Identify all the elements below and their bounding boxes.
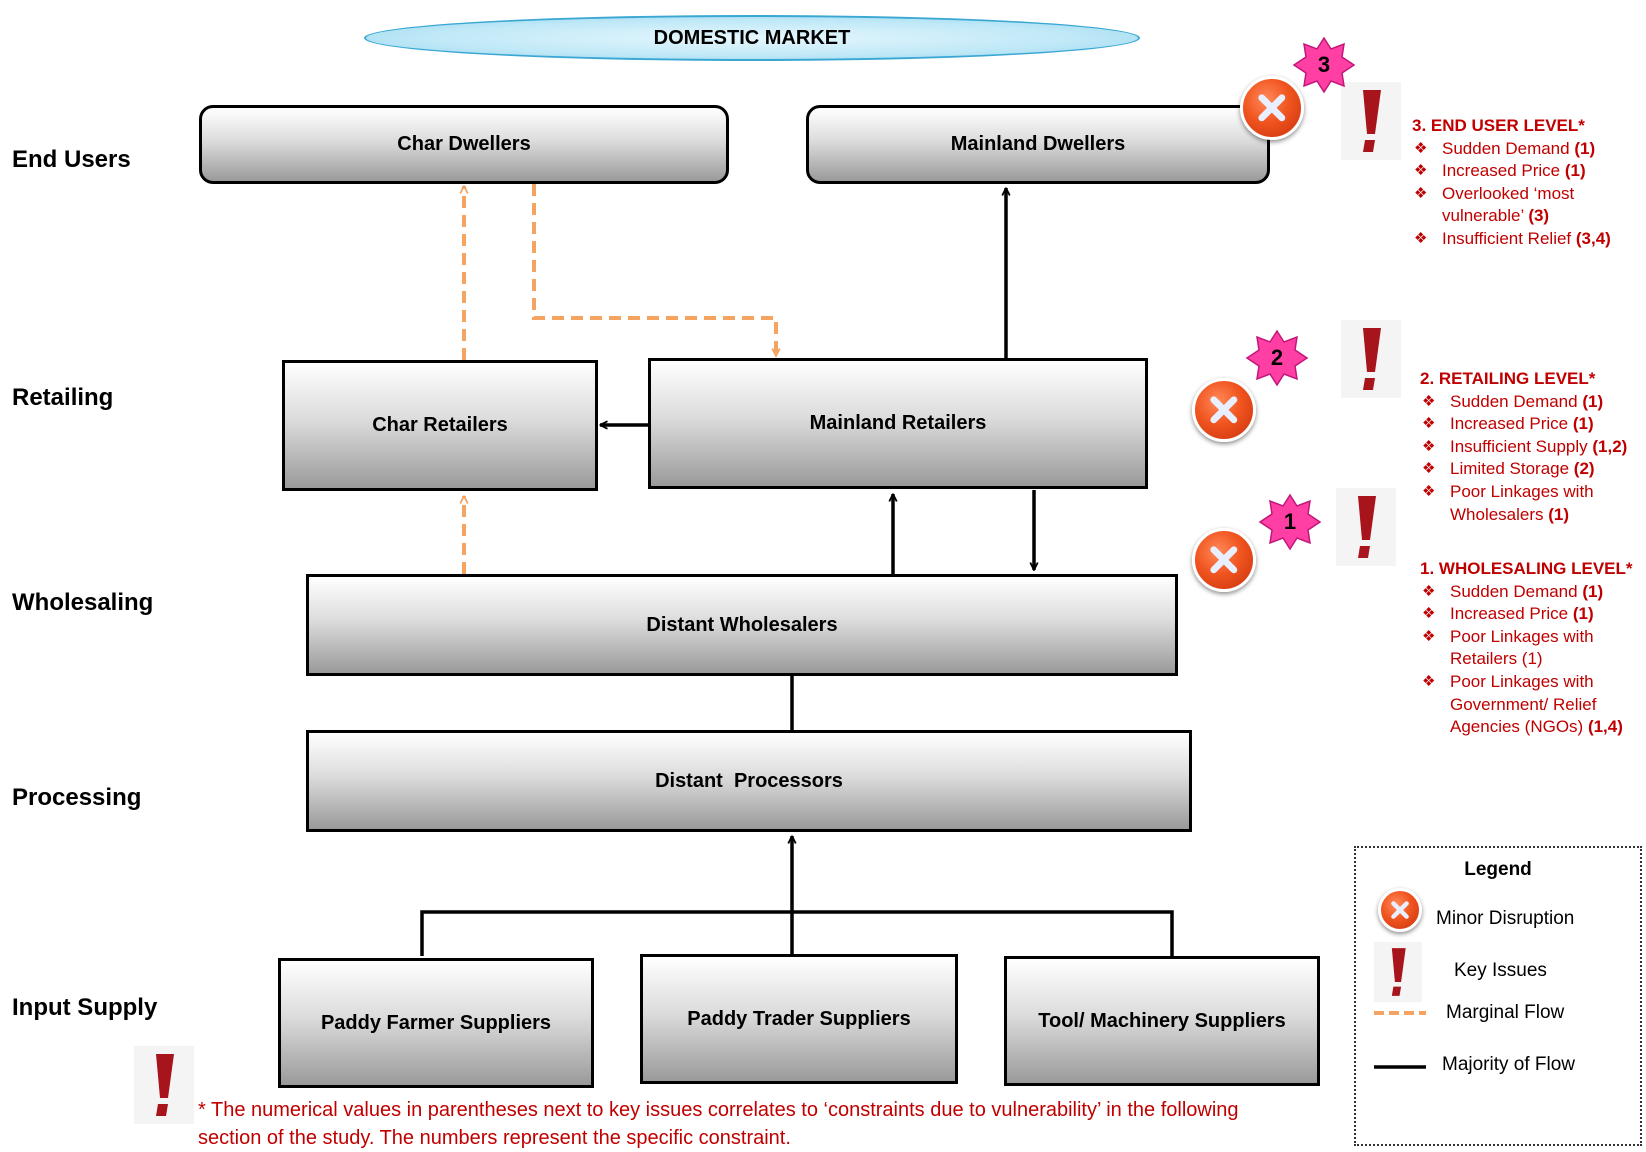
row-label-input-supply: Input Supply — [12, 994, 158, 1021]
issue-item: Sudden Demand (1) — [1420, 391, 1644, 414]
legend-marginal-flow-swatch — [1374, 1011, 1426, 1015]
issue-item: Poor Linkages with Retailers (1) — [1420, 626, 1644, 671]
legend: Legend Minor Disruption Key Issues Margi… — [1354, 846, 1642, 1146]
issues-heading: 3. END USER LEVEL* — [1412, 116, 1585, 135]
issues-wholesaling: 1. WHOLESALING LEVEL* Sudden Demand (1) … — [1420, 558, 1644, 739]
node-label: Mainland Dwellers — [950, 133, 1126, 155]
badge-number: 2 — [1270, 345, 1284, 370]
node-distant-processors: Distant Processors — [306, 730, 1192, 832]
domestic-market: DOMESTIC MARKET — [364, 15, 1140, 61]
issue-item: Sudden Demand (1) — [1420, 581, 1644, 604]
key-issue-icon-wholesaling — [1336, 488, 1396, 566]
disruption-icon-retailing — [1192, 378, 1256, 442]
badge-number: 1 — [1283, 509, 1297, 534]
flow-input-bracket — [420, 910, 1174, 956]
disruption-icon-wholesaling — [1192, 528, 1256, 592]
legend-majority-flow-swatch — [1374, 1065, 1426, 1069]
flow-char-dwellers-to-mainland-retailers — [532, 184, 776, 356]
issue-item: Poor Linkages with Government/ Relief Ag… — [1420, 671, 1644, 739]
issue-item: Increased Price (1) — [1420, 413, 1644, 436]
node-label: Distant Processors — [655, 769, 843, 792]
issue-item: Overlooked ‘most vulnerable’ (3) — [1412, 183, 1644, 228]
node-tool-machinery-suppliers: Tool/ Machinery Suppliers — [1004, 956, 1320, 1086]
legend-minor-disruption: Minor Disruption — [1436, 908, 1575, 929]
row-label-wholesaling: Wholesaling — [12, 589, 154, 616]
legend-majority-flow: Majority of Flow — [1442, 1054, 1576, 1075]
legend-key-issues-icon — [1374, 942, 1422, 1002]
key-issue-icon-footnote — [134, 1046, 194, 1124]
node-label: Mainland Retailers — [809, 412, 987, 434]
issues-heading: 1. WHOLESALING LEVEL* — [1420, 559, 1633, 578]
node-mainland-retailers: Mainland Retailers — [648, 358, 1148, 489]
legend-disruption-icon — [1378, 888, 1422, 932]
issues-end-user: 3. END USER LEVEL* Sudden Demand (1) Inc… — [1412, 115, 1644, 251]
node-label: Tool/ Machinery Suppliers — [1038, 1009, 1286, 1032]
issue-item: Insufficient Relief (3,4) — [1412, 228, 1644, 251]
node-char-retailers: Char Retailers — [282, 360, 598, 491]
badge-end-user: 3 — [1292, 36, 1356, 94]
disruption-icon-end-user — [1240, 76, 1304, 140]
issue-item: Sudden Demand (1) — [1412, 138, 1644, 161]
issue-item: Increased Price (1) — [1420, 603, 1644, 626]
legend-key-issues: Key Issues — [1454, 960, 1547, 981]
domestic-market-label: DOMESTIC MARKET — [653, 26, 851, 49]
issue-item: Increased Price (1) — [1412, 160, 1644, 183]
node-label: Paddy Trader Suppliers — [687, 1007, 911, 1030]
issues-heading: 2. RETAILING LEVEL* — [1420, 369, 1596, 388]
issue-item: Limited Storage (2) — [1420, 458, 1644, 481]
node-label: Paddy Farmer Suppliers — [320, 1011, 552, 1034]
node-label: Char Dwellers — [397, 133, 531, 155]
row-label-retailing: Retailing — [12, 384, 114, 411]
issue-item: Poor Linkages with Wholesalers (1) — [1420, 481, 1644, 526]
node-paddy-farmer-suppliers: Paddy Farmer Suppliers — [278, 958, 594, 1088]
key-issue-icon-retailing — [1341, 320, 1401, 398]
badge-wholesaling: 1 — [1258, 493, 1322, 551]
footnote: * The numerical values in parentheses ne… — [198, 1099, 1239, 1149]
issues-retailing: 2. RETAILING LEVEL* Sudden Demand (1) In… — [1420, 368, 1644, 526]
row-label-end-users: End Users — [12, 146, 131, 173]
legend-title: Legend — [1464, 859, 1532, 880]
node-label: Char Retailers — [372, 414, 508, 436]
legend-marginal-flow: Marginal Flow — [1446, 1002, 1565, 1023]
badge-number: 3 — [1317, 52, 1331, 77]
node-char-dwellers: Char Dwellers — [199, 105, 729, 184]
node-mainland-dwellers: Mainland Dwellers — [806, 105, 1270, 184]
key-issue-icon-end-user — [1341, 82, 1401, 160]
node-distant-wholesalers: Distant Wholesalers — [306, 574, 1178, 676]
node-paddy-trader-suppliers: Paddy Trader Suppliers — [640, 954, 958, 1084]
row-label-processing: Processing — [12, 784, 142, 811]
badge-retailing: 2 — [1245, 329, 1309, 387]
node-label: Distant Wholesalers — [646, 613, 838, 636]
issue-item: Insufficient Supply (1,2) — [1420, 436, 1644, 459]
